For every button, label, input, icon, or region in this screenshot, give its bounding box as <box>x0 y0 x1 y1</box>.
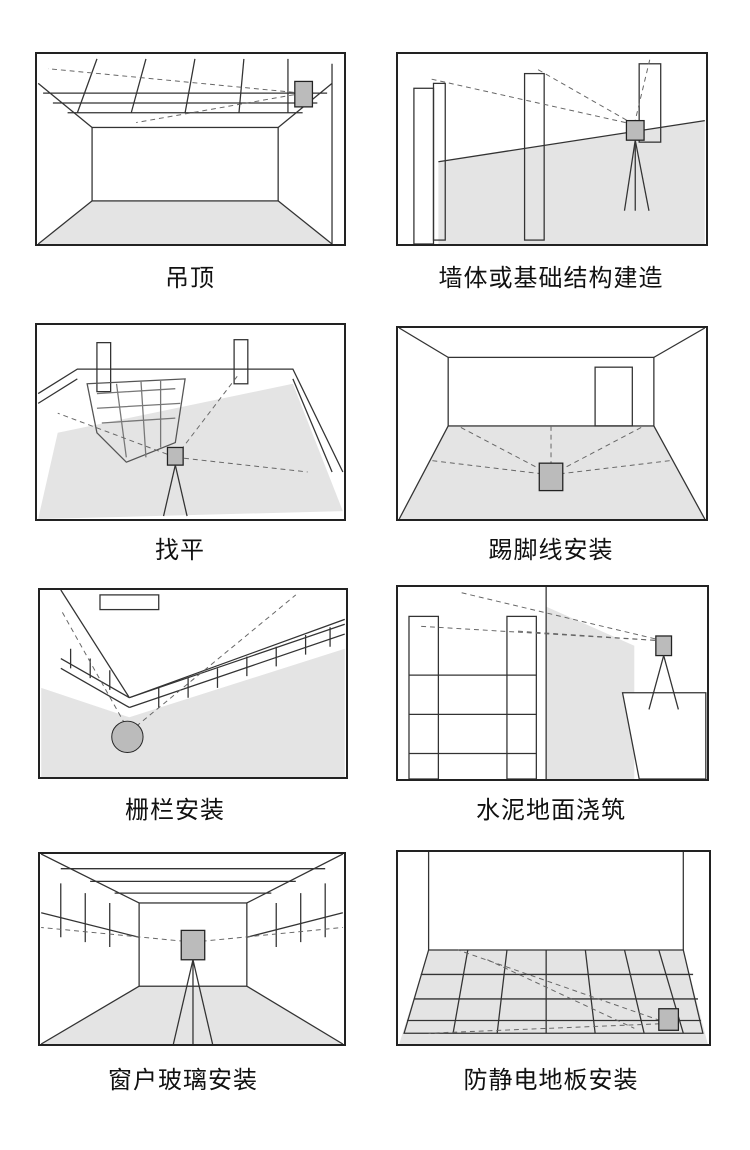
panel-wall-foundation <box>396 52 708 246</box>
panel-antistatic-floor <box>396 850 711 1046</box>
fence-illustration <box>41 590 345 777</box>
panel-window-glass <box>38 852 346 1046</box>
caption-window-glass: 窗户玻璃安装 <box>108 1066 258 1094</box>
ceiling-illustration <box>37 58 333 244</box>
window-glass-illustration <box>40 854 344 1044</box>
caption-concrete-floor: 水泥地面浇筑 <box>476 796 626 824</box>
caption-leveling: 找平 <box>155 536 205 564</box>
caption-fence: 栅栏安装 <box>125 796 225 824</box>
caption-ceiling: 吊顶 <box>165 264 215 292</box>
panel-fence <box>38 588 348 779</box>
panel-concrete-floor <box>396 585 709 781</box>
caption-antistatic-floor: 防静电地板安装 <box>463 1066 639 1094</box>
caption-baseboard: 踢脚线安装 <box>488 536 614 564</box>
panel-ceiling <box>35 52 346 246</box>
antistatic-floor-illustration <box>399 852 708 1044</box>
wall-foundation-illustration <box>413 58 705 244</box>
panel-leveling <box>35 323 346 521</box>
concrete-floor-illustration <box>408 587 707 779</box>
caption-wall-foundation: 墙体或基础结构建造 <box>438 264 664 292</box>
baseboard-illustration <box>398 328 706 519</box>
panel-baseboard <box>396 326 708 521</box>
leveling-illustration <box>37 339 344 519</box>
